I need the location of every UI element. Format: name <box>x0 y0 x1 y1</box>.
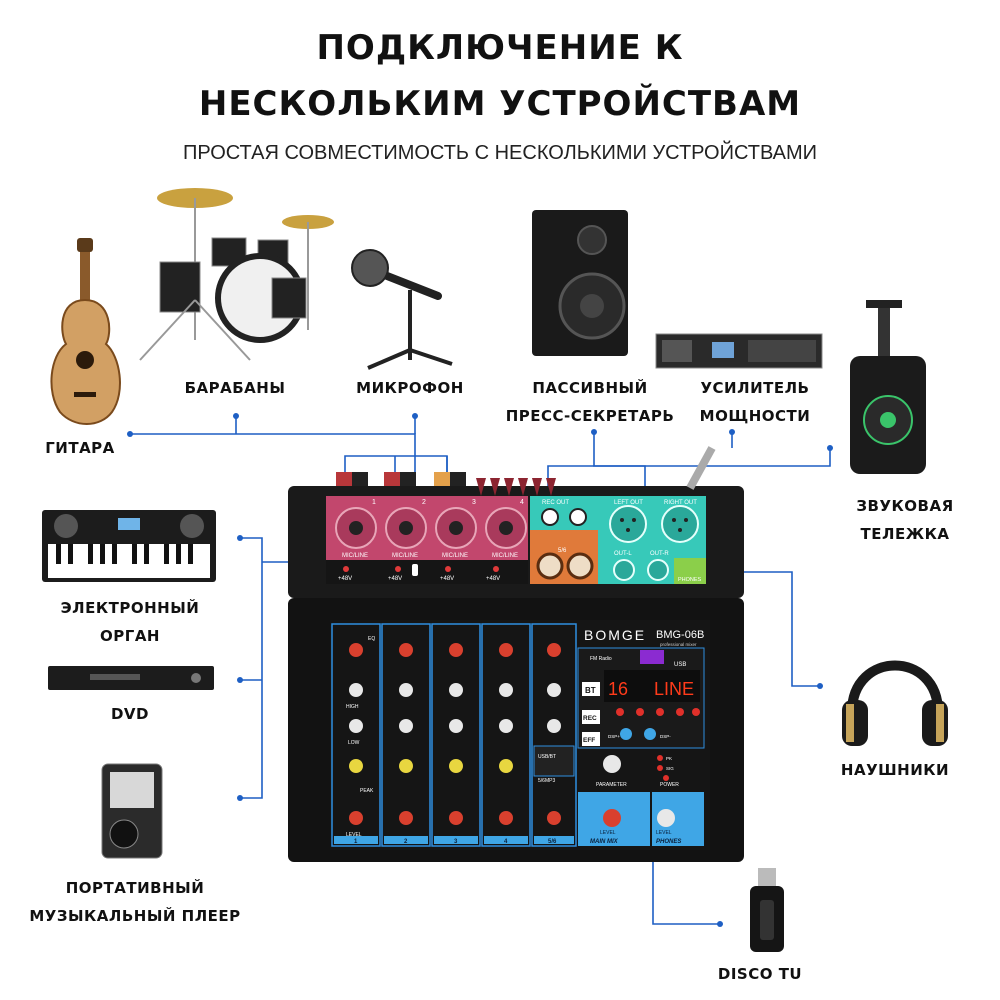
phantom-label-4: +48V <box>486 576 500 582</box>
input-number-2: 2 <box>422 499 426 506</box>
keyboard-label-line2: ОРГАН <box>100 627 160 645</box>
channel-strips: HIGH LOW EQ PEAK LEVEL 1 2 3 4 5/6 USB/B… <box>331 623 577 847</box>
bt-label: BT <box>585 686 596 695</box>
wire-dots <box>127 413 833 927</box>
input-number-1: 1 <box>372 499 376 506</box>
page-subtitle: ПРОСТАЯ СОВМЕСТИМОСТЬ С НЕСКОЛЬКИМИ УСТР… <box>182 142 818 164</box>
main-mix-knob[interactable] <box>603 809 621 827</box>
eff-label: EFF <box>583 737 595 744</box>
keyboard-icon <box>42 510 216 582</box>
peak-label: PEAK <box>360 788 374 794</box>
usb-label: DISCO TU <box>717 965 803 983</box>
player-label-line1: ПОРТАТИВНЫЙ <box>65 879 205 897</box>
input-number-4: 4 <box>520 499 524 506</box>
page-title-line2: НЕСКОЛЬКИМ УСТРОЙСТВАМ <box>198 84 802 124</box>
fm-radio-label: FM Radio <box>590 656 612 662</box>
mic-line-label-2: MIC/LINE <box>392 553 418 559</box>
bt-button[interactable] <box>582 682 600 696</box>
channel-label-3: 3 <box>454 839 458 845</box>
phones-level-label: LEVEL <box>656 830 672 836</box>
pk-label: PK <box>666 756 672 761</box>
out-r-label: OUT-R <box>650 551 669 557</box>
left-out-label: LEFT OUT <box>614 500 643 506</box>
main-mix-label: MAIN MIX <box>590 839 619 845</box>
usb-stick-icon <box>750 868 784 952</box>
rca-56-label: 5/6 <box>558 548 567 554</box>
amplifier-label-line2: МОЩНОСТИ <box>699 407 811 425</box>
eff-button[interactable] <box>582 732 600 746</box>
guitar-label: ГИТАРА <box>45 439 115 457</box>
channel-label-2: 2 <box>404 839 408 845</box>
microphone-label: МИКРОФОН <box>356 379 464 397</box>
dsp-minus-label: DSP- <box>660 734 671 739</box>
keyboard-label-line1: ЭЛЕКТРОННЫЙ <box>60 599 200 617</box>
model-name: BMG-06B <box>656 629 704 641</box>
amplifier-label-line1: УСИЛИТЕЛЬ <box>700 379 810 397</box>
eq-label: EQ <box>368 636 375 642</box>
low-label: LOW <box>348 740 360 746</box>
channel-label-4: 4 <box>504 839 508 845</box>
out-l-label: OUT-L <box>614 551 632 557</box>
drums-label: БАРАБАНЫ <box>184 379 286 397</box>
phones-bottom-label: PHONES <box>656 839 681 845</box>
rec-button[interactable] <box>582 710 600 724</box>
level-label: LEVEL <box>346 832 362 838</box>
speaker-label-line2: ПРЕСС-СЕКРЕТАРЬ <box>505 407 675 425</box>
dvd-label: DVD <box>110 705 149 723</box>
drums-icon <box>139 188 334 361</box>
input-number-3: 3 <box>472 499 476 506</box>
speaker-label-line1: ПАССИВНЫЙ <box>532 379 648 397</box>
usb-port[interactable] <box>640 650 664 664</box>
display-left: 16 <box>608 679 628 699</box>
mic-line-label-3: MIC/LINE <box>442 553 468 559</box>
phones-knob[interactable] <box>657 809 675 827</box>
page-title-line1: ПОДКЛЮЧЕНИЕ К <box>316 28 684 68</box>
music-player-icon <box>101 763 163 859</box>
phantom-label-2: +48V <box>388 576 402 582</box>
microphone-icon <box>351 249 453 370</box>
display-right: LINE <box>654 679 694 699</box>
brand-name: BOMGE <box>584 627 646 643</box>
dsp-plus-label: DSP+ <box>608 734 620 739</box>
mixer: 1 2 3 4 MIC/LINE MIC/LINE MIC/LINE MIC/L… <box>288 446 744 862</box>
trolley-label-line2: ТЕЛЕЖКА <box>860 525 950 543</box>
trolley-speaker-icon <box>850 300 926 474</box>
mic-inputs <box>335 507 527 549</box>
high-label: HIGH <box>346 704 359 710</box>
mic-icon-small <box>412 564 418 576</box>
usb-port-label: USB <box>674 662 686 668</box>
usb-bt-label: USB/BT <box>538 754 556 760</box>
phantom-label-1: +48V <box>338 576 352 582</box>
player-label-line2: МУЗЫКАЛЬНЫЙ ПЛЕЕР <box>29 907 241 925</box>
main-level-label: LEVEL <box>600 830 616 836</box>
amplifier-icon <box>655 333 823 369</box>
phantom-label-3: +48V <box>440 576 454 582</box>
model-subtitle: professional mixer <box>660 642 697 647</box>
mic-line-label-4: MIC/LINE <box>492 553 518 559</box>
parameter-knob[interactable] <box>603 755 621 773</box>
power-label: POWER <box>660 782 679 788</box>
sig-label: SIG <box>666 766 674 771</box>
headphones-icon <box>842 660 948 746</box>
channel-label-1: 1 <box>354 839 358 845</box>
channel-label-56: 5/6 <box>548 839 557 845</box>
dvd-player-icon <box>48 666 214 690</box>
phones-jack-label: PHONES <box>678 577 702 583</box>
mp3-label: 5/6MP3 <box>538 778 555 784</box>
right-out-label: RIGHT OUT <box>664 500 697 506</box>
trolley-label-line1: ЗВУКОВАЯ <box>856 497 954 515</box>
speaker-icon <box>532 210 628 356</box>
mic-line-label-1: MIC/LINE <box>342 553 368 559</box>
parameter-label: PARAMETER <box>596 782 627 788</box>
rec-out-label: REC OUT <box>542 500 569 506</box>
headphones-label: НАУШНИКИ <box>840 761 950 779</box>
rec-label: REC <box>583 715 597 722</box>
guitar-icon <box>50 238 121 425</box>
